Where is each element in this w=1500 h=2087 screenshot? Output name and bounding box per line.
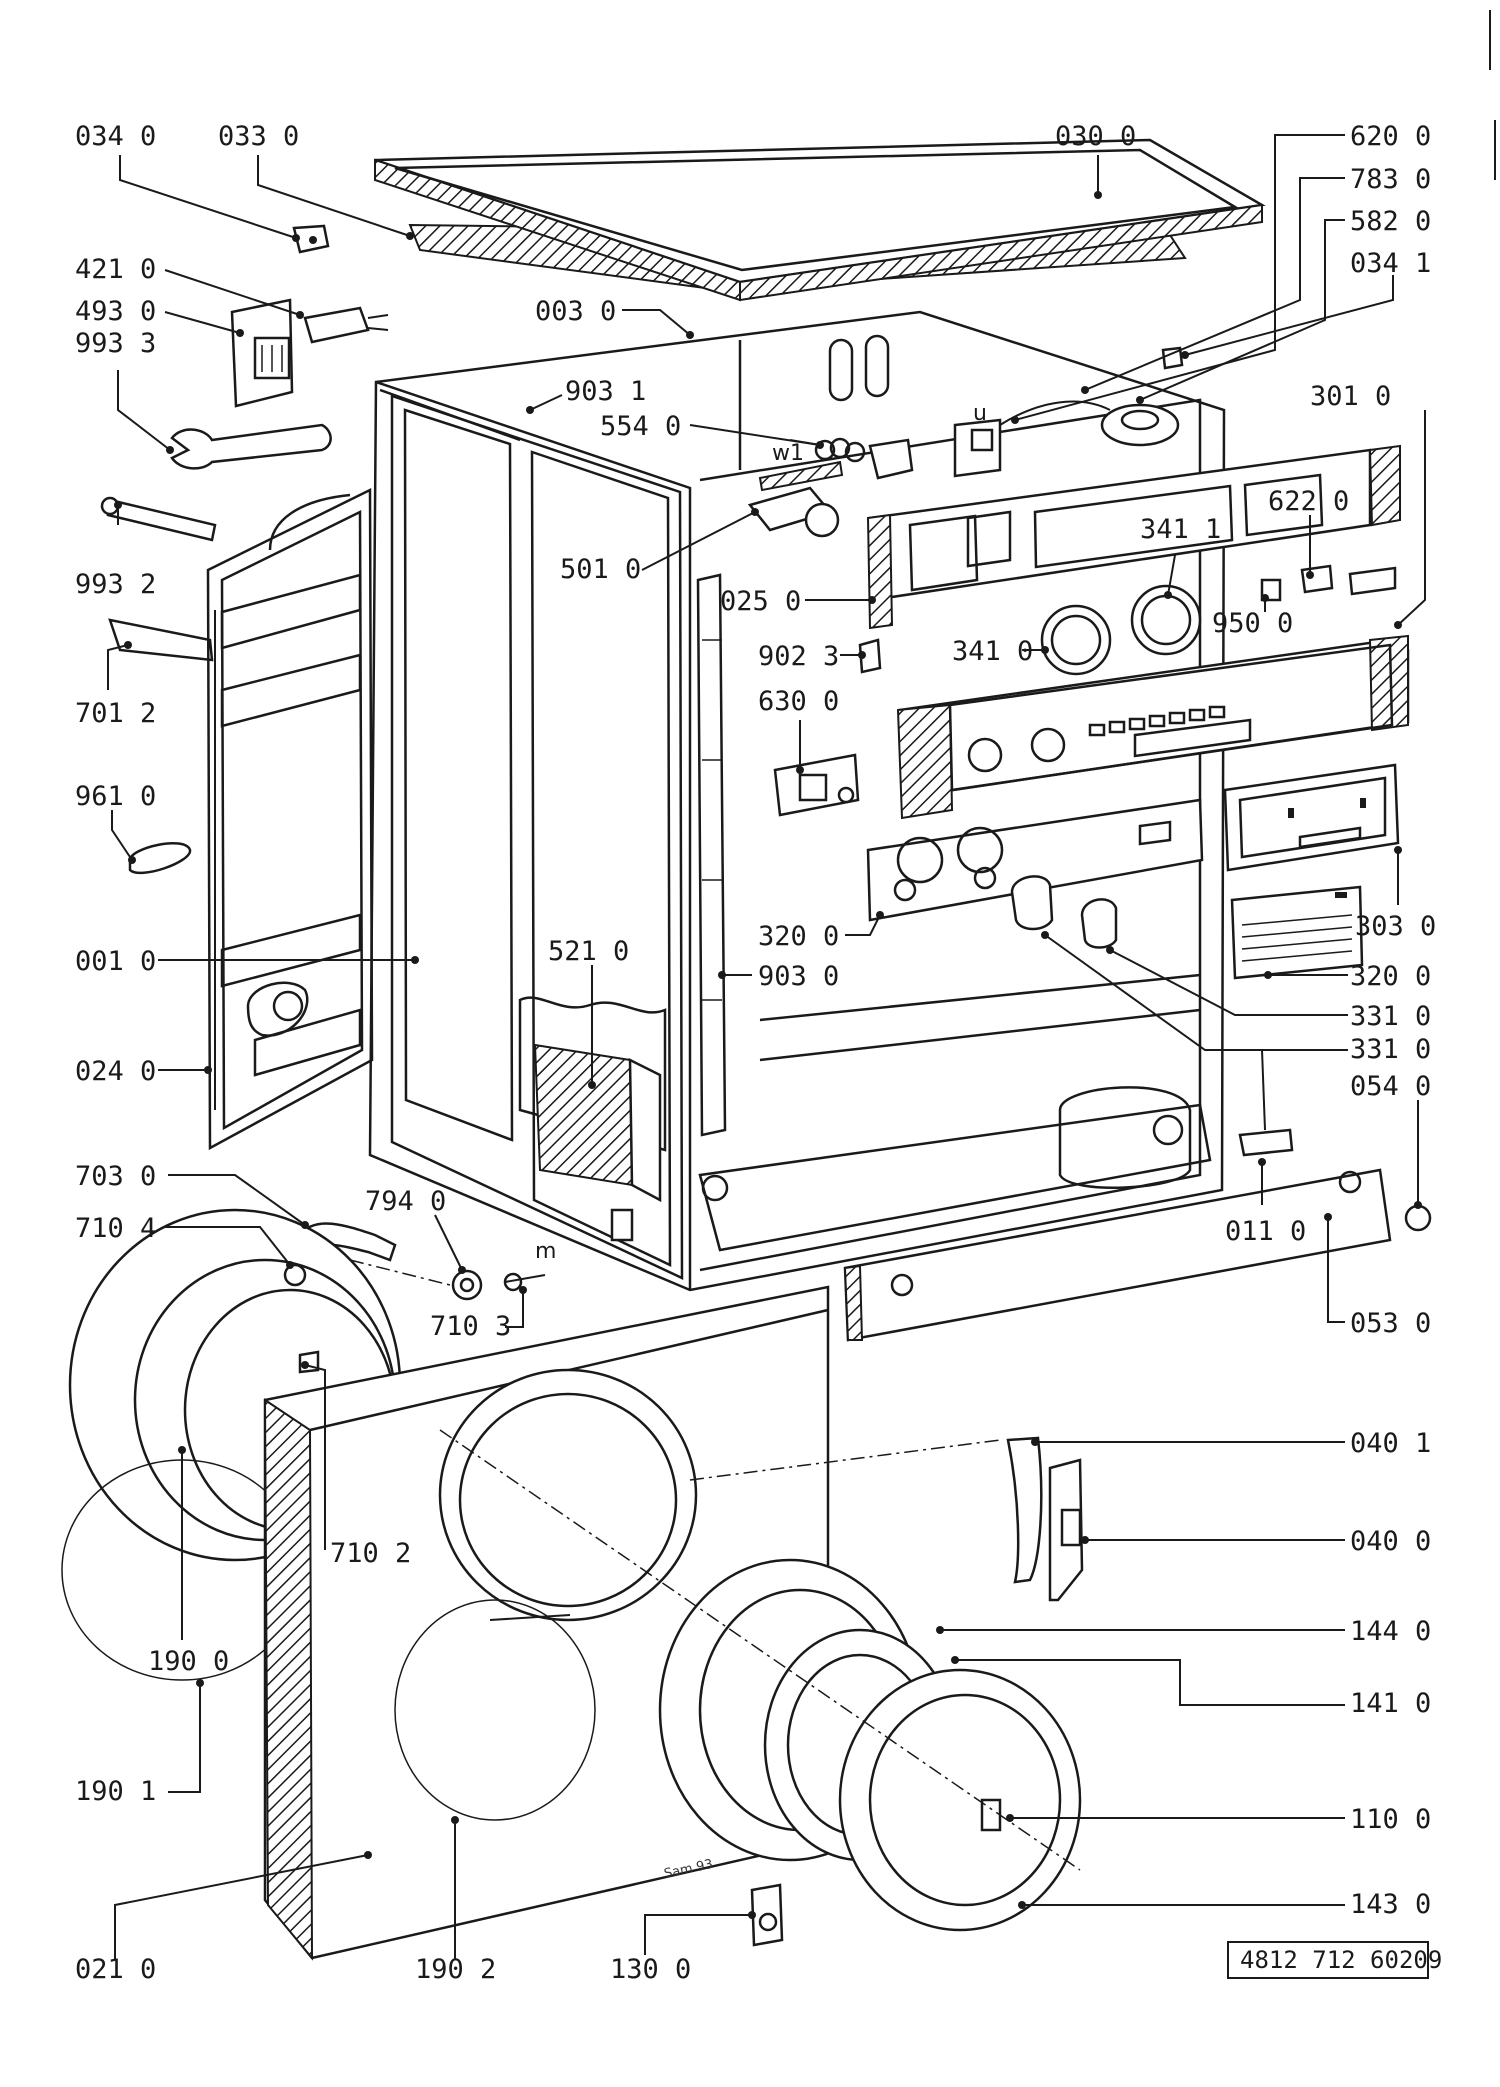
capacitor-part (303, 306, 389, 344)
callout-label: 034 1 (1350, 248, 1431, 279)
heater-part (747, 460, 844, 538)
electronic-module-part (518, 996, 667, 1242)
callout-label: 011 0 (1225, 1216, 1306, 1247)
lower-panel-part (866, 798, 1204, 922)
callout-label: 320 0 (758, 921, 839, 952)
callout-label: 190 1 (75, 1776, 156, 1807)
callout-label: 421 0 (75, 254, 156, 285)
callout-label: 331 0 (1350, 1001, 1431, 1032)
callout-label: 961 0 (75, 781, 156, 812)
callouts: 034 0 033 0 030 0 620 0 783 0 582 0 034 … (75, 121, 1442, 1985)
document-code-box (1227, 1941, 1429, 1979)
knob-part (1010, 875, 1118, 949)
callout-label: 903 0 (758, 961, 839, 992)
callout-label: 331 0 (1350, 1034, 1431, 1065)
callout-label: 783 0 (1350, 164, 1431, 195)
wire-mark: m (535, 1239, 556, 1264)
control-panel-part (866, 444, 1401, 630)
door-hinge-bolt (100, 496, 217, 542)
foot-part (1238, 1049, 1432, 1232)
callout-label: 001 0 (75, 946, 156, 977)
callout-label: 141 0 (1350, 1688, 1431, 1719)
callout-label: 794 0 (365, 1186, 446, 1217)
callout-label: 341 1 (1140, 514, 1221, 545)
callout-label: 950 0 (1212, 608, 1293, 639)
heater-wiring-part (789, 346, 1184, 480)
side-panel-part (108, 487, 374, 1151)
callout-label: 710 4 (75, 1213, 156, 1244)
drawer-part (1223, 763, 1400, 872)
callout-label: 301 0 (1310, 381, 1391, 412)
door-lock-part (773, 753, 860, 817)
callout-label: 620 0 (1350, 121, 1431, 152)
panel-front-part (896, 634, 1410, 820)
callout-label: 493 0 (75, 296, 156, 327)
callout-label: 024 0 (75, 1056, 156, 1087)
callout-label: 582 0 (1350, 206, 1431, 237)
callout-label: 025 0 (720, 586, 801, 617)
clip-part (128, 842, 192, 875)
callout-label: 993 3 (75, 328, 156, 359)
callout-label: 040 0 (1350, 1526, 1431, 1557)
callout-label: 190 0 (148, 1646, 229, 1677)
door-ring-part (439, 1429, 1082, 1932)
callout-label: 710 3 (430, 1311, 511, 1342)
callout-label: 034 0 (75, 121, 156, 152)
callout-label: 130 0 (610, 1954, 691, 1985)
switch-part (1260, 564, 1397, 602)
callout-label: 703 0 (75, 1161, 156, 1192)
callout-label: 021 0 (75, 1954, 156, 1985)
callout-label: 622 0 (1268, 486, 1349, 517)
callout-label: 143 0 (1350, 1889, 1431, 1920)
callout-label: 701 2 (75, 698, 156, 729)
cabinet-part (368, 310, 1226, 1292)
callout-label: 030 0 (1055, 121, 1136, 152)
callout-label: 144 0 (1350, 1616, 1431, 1647)
callout-label: 040 1 (1350, 1428, 1431, 1459)
document-code: 4812 712 60209 (1240, 1946, 1442, 1974)
wrench-part (170, 423, 332, 470)
worktop-part (374, 138, 1266, 302)
kickplate-part (843, 1168, 1392, 1342)
callout-label: 902 3 (758, 641, 839, 672)
door-hinge-part (750, 1883, 784, 1947)
callout-label: 303 0 (1355, 911, 1436, 942)
callout-label: 554 0 (600, 411, 681, 442)
callout-label: 341 0 (952, 636, 1033, 667)
label-plate-part (1230, 885, 1364, 980)
callout-label: 053 0 (1350, 1308, 1431, 1339)
callout-label: 630 0 (758, 686, 839, 717)
bracket-part (292, 224, 330, 254)
callout-label: 521 0 (548, 936, 629, 967)
callout-label: 110 0 (1350, 1804, 1431, 1835)
latch-bracket-part (858, 638, 882, 674)
wire-mark: w1 (772, 441, 804, 466)
callout-label: 190 2 (415, 1954, 496, 1985)
callout-label: 054 0 (1350, 1071, 1431, 1102)
callout-label: 993 2 (75, 569, 156, 600)
callout-label: 320 0 (1350, 961, 1431, 992)
scan-edge-marks (1489, 10, 1496, 180)
wire-mark: u (973, 401, 987, 426)
callout-label: 903 1 (565, 376, 646, 407)
timer-knob-part (1040, 584, 1202, 676)
callout-label: 501 0 (560, 554, 641, 585)
door-handle-part (689, 1436, 1084, 1602)
callout-label: 033 0 (218, 121, 299, 152)
filter-part (230, 298, 294, 408)
callout-label: 710 2 (330, 1538, 411, 1569)
callout-label: 003 0 (535, 296, 616, 327)
